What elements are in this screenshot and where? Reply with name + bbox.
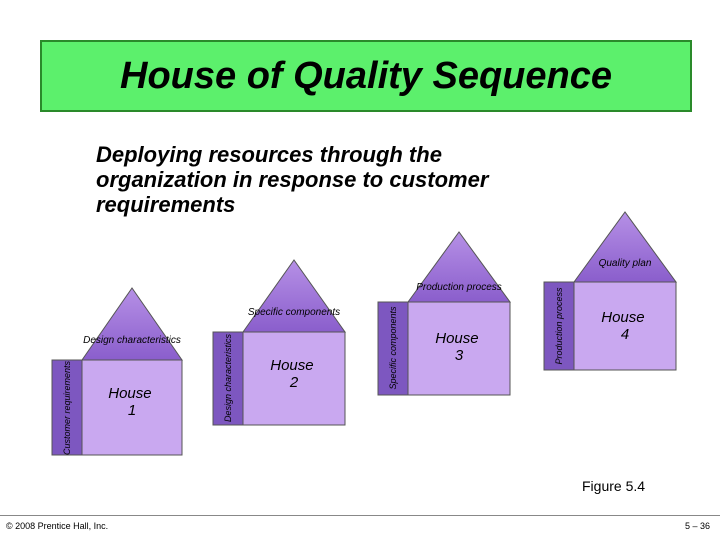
page-number: 5 – 36 xyxy=(684,521,710,531)
footer-divider xyxy=(0,515,720,516)
house-4-wall-text: Production process xyxy=(554,287,564,365)
page-title: House of Quality Sequence xyxy=(120,54,612,97)
house-3-wall xyxy=(377,301,409,396)
copyright: © 2008 Prentice Hall, Inc. xyxy=(6,521,109,531)
house-4: Quality plan Production process House 4 xyxy=(543,211,677,371)
house-4-title: House 4 xyxy=(601,309,649,343)
house-1-wall-label: Customer requirements xyxy=(62,360,72,455)
house-1-title: House 1 xyxy=(108,385,156,419)
subtitle: Deploying resources through the organiza… xyxy=(96,142,489,217)
house-1-wall-text: Customer requirements xyxy=(62,360,72,455)
house-1: Design characteristics Customer requirem… xyxy=(51,287,183,456)
house-4-roof-text: Quality plan xyxy=(599,258,652,269)
house-2-title-word: House xyxy=(270,357,313,374)
figure-label: Figure 5.4 xyxy=(582,478,646,494)
house-3-roof xyxy=(407,231,511,303)
house-2-title-number: 2 xyxy=(289,374,299,391)
house-4-title-number: 4 xyxy=(621,326,629,343)
house-3-title-number: 3 xyxy=(455,347,464,364)
house-2-wall-text: Design characteristics xyxy=(223,333,233,422)
house-1-roof-text: Design characteristics xyxy=(83,335,181,346)
house-3: Production process Specific components H… xyxy=(377,231,511,396)
house-3-wall-label: Specific components xyxy=(388,306,398,390)
title-banner: House of Quality Sequence xyxy=(40,40,692,112)
house-2-roof xyxy=(242,259,346,333)
house-2-roof-label: Specific components xyxy=(248,307,340,318)
house-3-title: House 3 xyxy=(435,330,483,364)
house-1-roof-label: Design characteristics xyxy=(83,335,181,346)
house-4-wall-label: Production process xyxy=(554,287,564,365)
house-4-roof-label: Quality plan xyxy=(599,258,652,269)
house-3-wall-text: Specific components xyxy=(388,306,398,390)
house-1-title-number: 1 xyxy=(128,402,136,419)
house-4-title-word: House xyxy=(601,309,644,326)
house-4-roof xyxy=(573,211,677,283)
house-2-wall-label: Design characteristics xyxy=(223,333,233,422)
house-3-roof-text: Production process xyxy=(416,282,502,293)
house-1-wall xyxy=(51,359,83,456)
house-4-wall xyxy=(543,281,575,371)
house-3-roof-label: Production process xyxy=(416,282,502,293)
house-1-roof xyxy=(81,287,183,361)
house-2-title: House 2 xyxy=(270,357,318,391)
house-2: Specific components Design characteristi… xyxy=(212,259,346,426)
house-1-title-word: House xyxy=(108,385,151,402)
house-2-roof-text: Specific components xyxy=(248,307,340,318)
house-3-title-word: House xyxy=(435,330,478,347)
house-2-wall xyxy=(212,331,244,426)
